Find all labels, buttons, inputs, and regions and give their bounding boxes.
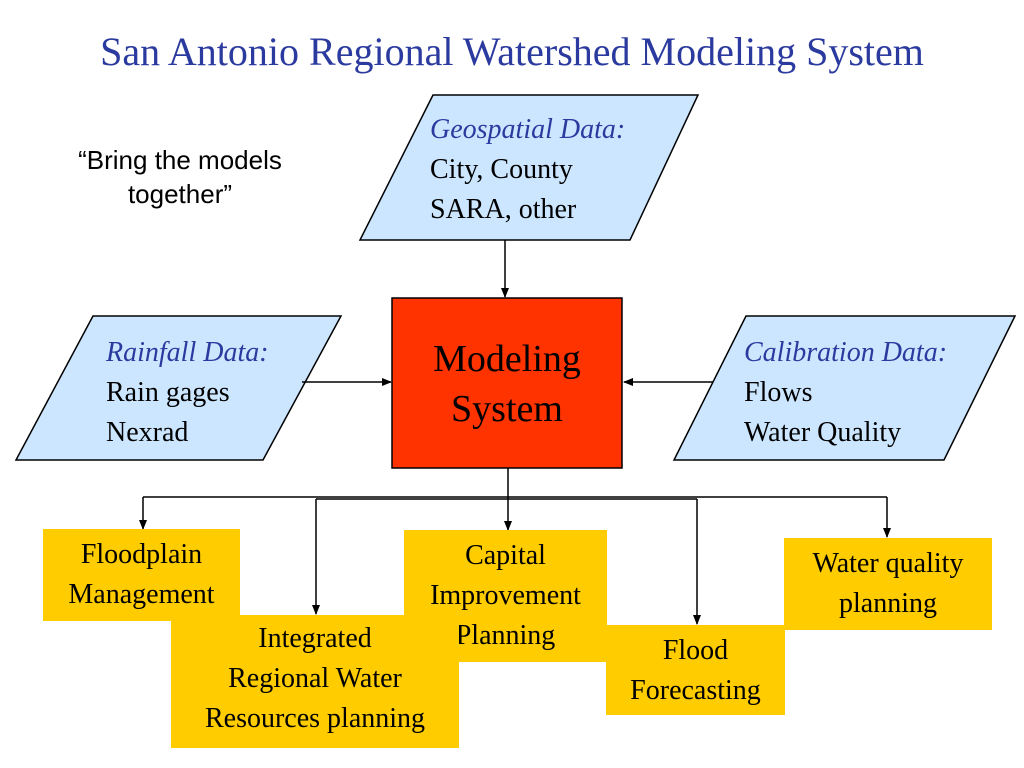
integrated-line: Integrated [258, 623, 372, 654]
page-title: San Antonio Regional Watershed Modeling … [100, 29, 924, 74]
water-quality-planning-box: Water quality planning [784, 538, 992, 630]
integrated-line: Resources planning [204, 703, 426, 734]
geospatial-line: SARA, other [430, 194, 577, 225]
integrated-water-resources-box: Integrated Regional Water Resources plan… [171, 615, 459, 748]
calibration-heading: Calibration Data: [744, 337, 948, 368]
capital-line: Improvement [430, 580, 581, 611]
calibration-line: Flows [744, 377, 813, 408]
rainfall-line: Nexrad [106, 417, 189, 448]
tagline-line-2: together” [127, 179, 233, 209]
flood-line: Forecasting [630, 675, 761, 706]
flood-forecasting-box: Flood Forecasting [606, 625, 785, 715]
floodplain-line: Management [68, 579, 215, 610]
water-quality-line: Water quality [812, 548, 964, 579]
tagline-line-1: “Bring the models [78, 145, 282, 175]
rainfall-line: Rain gages [106, 377, 230, 408]
water-quality-line: planning [839, 588, 937, 619]
modeling-system-line: System [451, 388, 563, 430]
modeling-system-box [391, 297, 623, 469]
rainfall-data-shape [14, 315, 343, 461]
tagline-quote: “Bring the models together” [20, 143, 340, 211]
calibration-data-shape [672, 315, 1017, 461]
modeling-system-line: Modeling [433, 338, 581, 380]
integrated-line: Regional Water [228, 663, 402, 694]
floodplain-management-box: Floodplain Management [43, 529, 240, 621]
geospatial-data-shape [358, 94, 700, 241]
rainfall-heading: Rainfall Data: [106, 337, 269, 368]
calibration-data-label: Calibration Data: Flows Water Quality [744, 333, 947, 453]
flood-line: Flood [662, 635, 729, 666]
modeling-system-label: Modeling System [392, 334, 622, 434]
floodplain-line: Floodplain [80, 539, 203, 570]
rainfall-data-label: Rainfall Data: Rain gages Nexrad [106, 333, 269, 453]
capital-line: Capital [465, 540, 546, 571]
geospatial-heading: Geospatial Data: [430, 114, 626, 145]
capital-line: Planning [455, 620, 556, 651]
geospatial-data-label: Geospatial Data: City, County SARA, othe… [430, 110, 625, 230]
geospatial-line: City, County [430, 154, 573, 185]
calibration-line: Water Quality [744, 417, 902, 448]
